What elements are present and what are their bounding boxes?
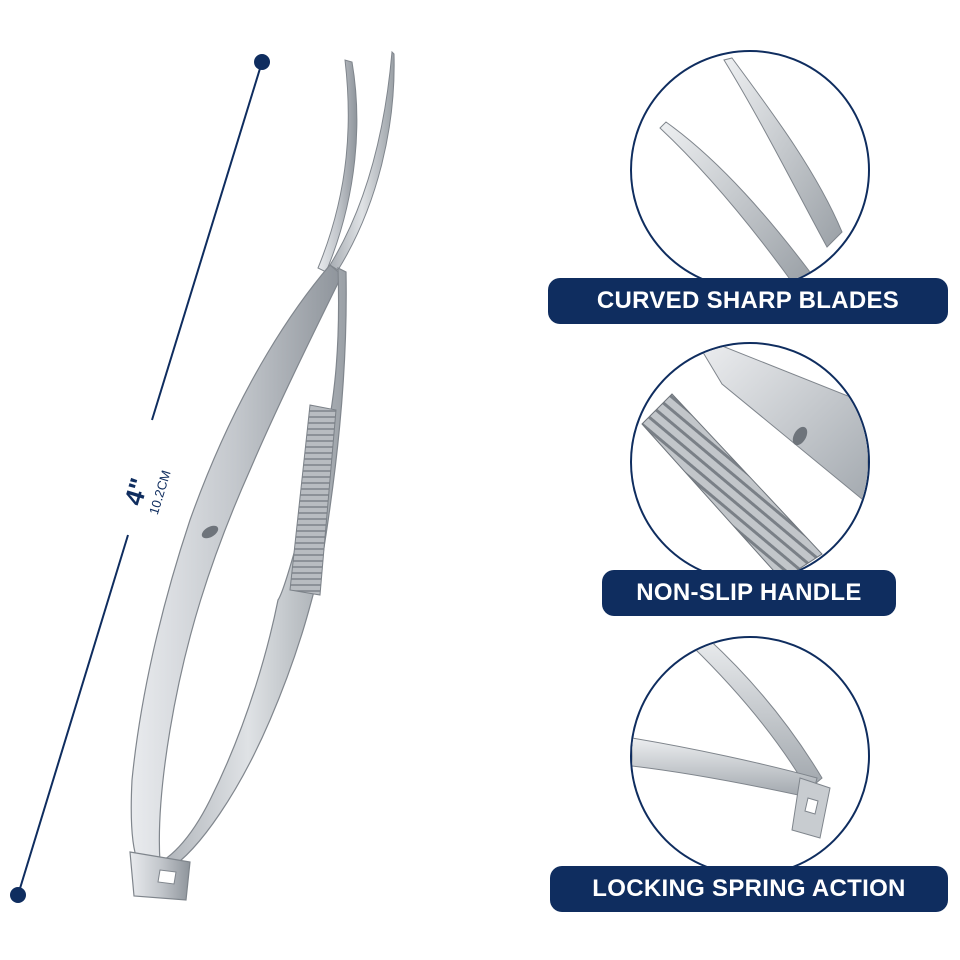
dimension-line xyxy=(10,54,270,903)
scissors-product-image xyxy=(129,50,395,901)
curved-blades-closeup-icon xyxy=(659,57,843,283)
feature-circle-non-slip-handle xyxy=(630,342,870,582)
serrated-handle-closeup-icon xyxy=(641,344,868,580)
feature-circle-locking-spring xyxy=(630,636,870,876)
dimension-endpoint-top xyxy=(254,54,270,70)
feature-label-non-slip-handle: NON-SLIP HANDLE xyxy=(602,570,896,616)
feature-circle-curved-blades xyxy=(630,50,870,290)
feature-label-curved-blades: CURVED SHARP BLADES xyxy=(548,278,948,324)
dimension-endpoint-bottom xyxy=(10,887,26,903)
feature-label-locking-spring: LOCKING SPRING ACTION xyxy=(550,866,948,912)
spring-lock-closeup-icon xyxy=(632,638,831,839)
